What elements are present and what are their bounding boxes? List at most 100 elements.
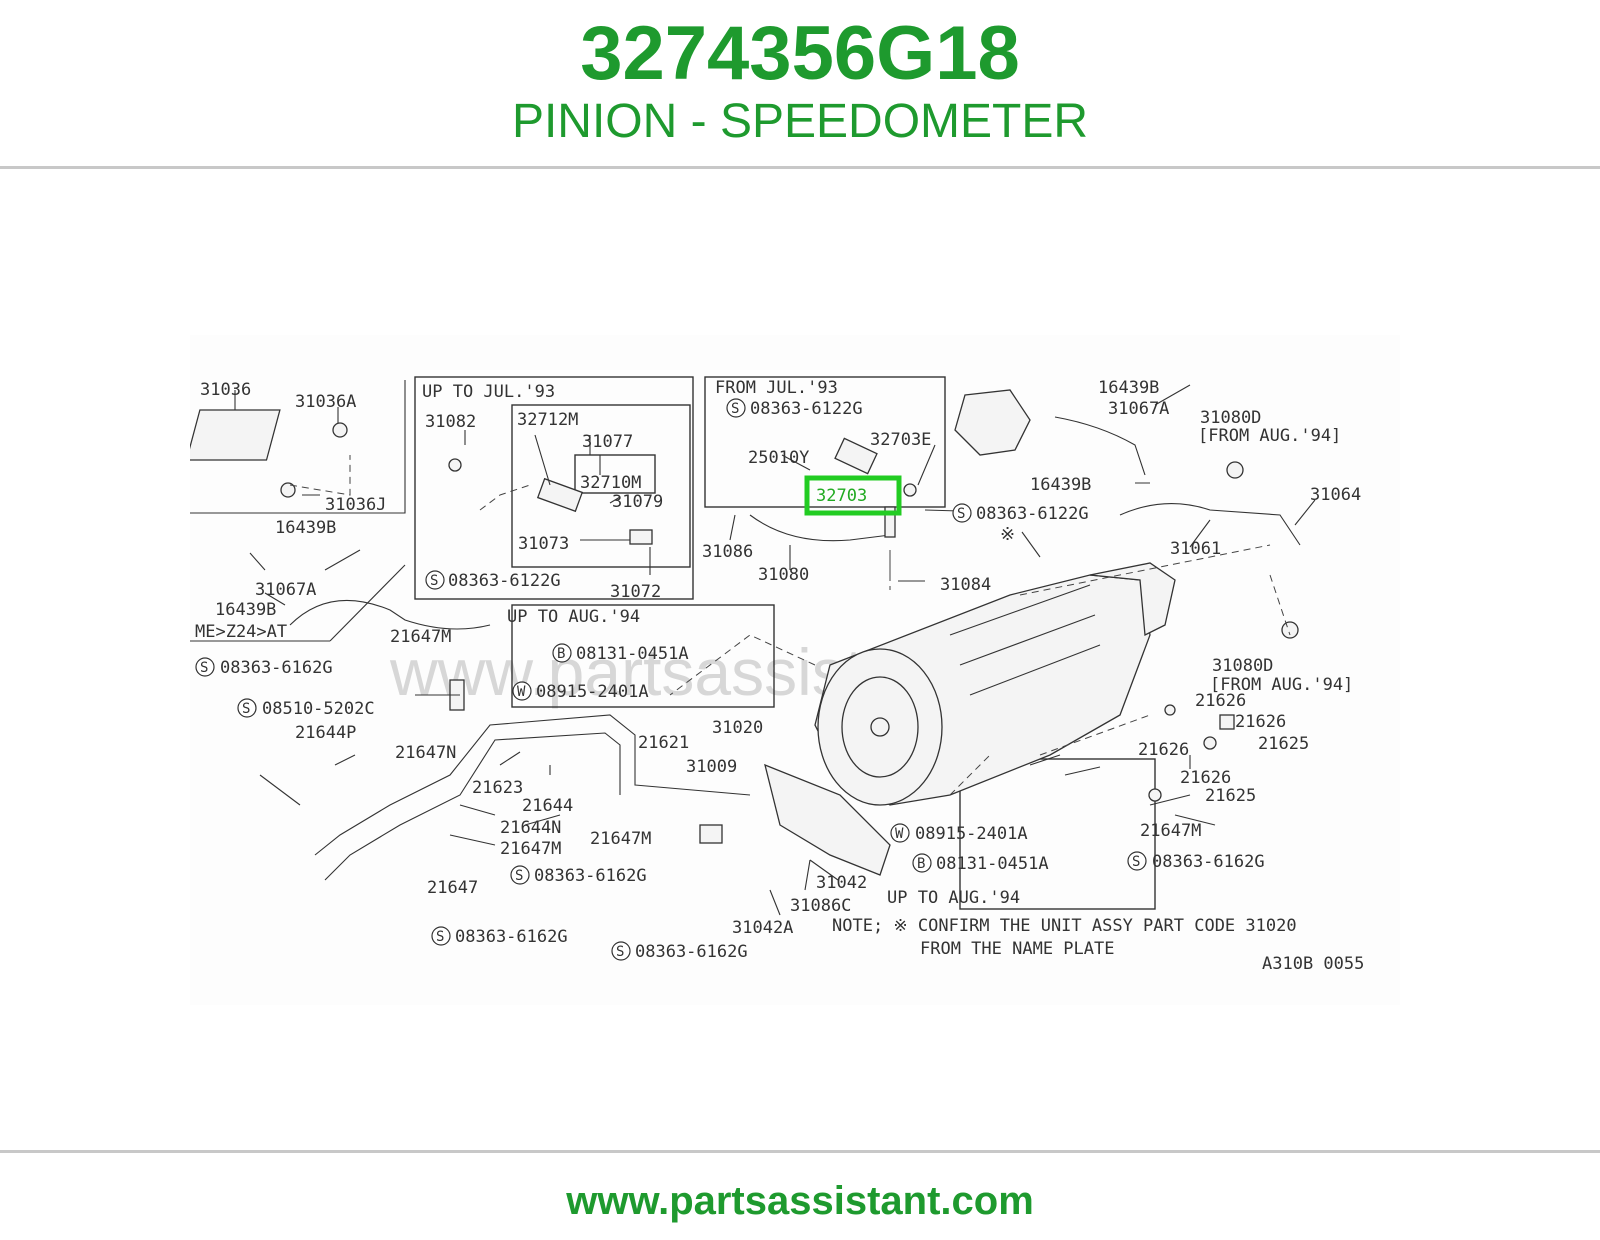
footer-url[interactable]: www.partsassistant.com [566, 1179, 1034, 1223]
label-21626-b: 21626 [1235, 712, 1286, 732]
label-31064: 31064 [1310, 485, 1361, 505]
oring-32703E [903, 483, 917, 497]
label-16439B-left2: 16439B [215, 600, 276, 620]
header-divider [0, 166, 1600, 169]
left-panel-divider [190, 380, 406, 514]
pinion-32703 [884, 506, 896, 538]
label-32712M: 32712M [517, 410, 578, 430]
label-08510-5202C: 08510-5202C [262, 699, 375, 719]
oil-cooler-tube-front [314, 714, 751, 856]
label-21647M-d: 21647M [1140, 821, 1201, 841]
symbol-s-d: S [195, 657, 215, 677]
svg-text:S: S [200, 660, 208, 676]
symbol-s-b: S [726, 398, 746, 418]
label-31061: 31061 [1170, 539, 1221, 559]
bolt-21625-a [1203, 736, 1217, 750]
bolt-31080D-top [1226, 461, 1244, 479]
label-08363-6162G-c: 08363-6162G [455, 927, 568, 947]
label-from-aug94-b: [FROM AUG.'94] [1210, 675, 1353, 695]
label-08915-2401A-a: 08915-2401A [536, 682, 649, 702]
label-31080D-mid: 31080D [1212, 656, 1273, 676]
label-08363-6122G-b: 08363-6122G [750, 399, 863, 419]
label-21644N: 21644N [500, 818, 561, 838]
label-08363-6162G-a: 08363-6162G [220, 658, 333, 678]
symbol-s-c: S [952, 503, 972, 523]
label-31080: 31080 [758, 565, 809, 585]
label-08363-6162G-b: 08363-6162G [534, 866, 647, 886]
bolt-31080D-mid [1281, 621, 1299, 639]
part-number-title: 3274356G18 [580, 11, 1020, 96]
diagram-ref-code: A310B 0055 [1262, 954, 1364, 974]
svg-text:S: S [1132, 854, 1140, 870]
label-31086C: 31086C [790, 896, 851, 916]
asterisk-mark: ※ [1000, 524, 1015, 545]
part-name-subtitle: PINION - SPEEDOMETER [511, 95, 1089, 148]
symbol-s-e: S [237, 698, 257, 718]
symbol-s-f: S [510, 865, 530, 885]
label-08363-6162G-e: 08363-6162G [1152, 852, 1265, 872]
label-21647: 21647 [427, 878, 478, 898]
caption-up-to-jul93: UP TO JUL.'93 [422, 382, 555, 402]
label-21647M-b: 21647M [500, 839, 561, 859]
label-32710M: 32710M [580, 473, 641, 493]
label-21625-a: 21625 [1258, 734, 1309, 754]
label-08915-2401A-b: 08915-2401A [915, 824, 1028, 844]
label-31036J: 31036J [325, 495, 386, 515]
symbol-w-b: W [890, 823, 910, 843]
clip-21647M-lower [699, 824, 723, 844]
caption-from-jul93: FROM JUL.'93 [715, 378, 838, 398]
label-21626-a: 21626 [1195, 691, 1246, 711]
label-21644: 21644 [522, 796, 573, 816]
svg-text:S: S [242, 701, 250, 717]
dashed-leaders [289, 455, 1291, 796]
box-up-to-jul93 [414, 376, 694, 600]
bolt-21625-b [1148, 788, 1162, 802]
control-unit-31036 [190, 409, 281, 461]
parts-diagram: www.partsassistant.com UP [190, 335, 1400, 1005]
label-08131-0451A-a: 08131-0451A [576, 644, 689, 664]
label-31079: 31079 [612, 492, 663, 512]
label-08363-6162G-d: 08363-6162G [635, 942, 748, 962]
symbol-b-b: B [912, 853, 932, 873]
note-line-2: FROM THE NAME PLATE [920, 939, 1114, 959]
speedo-pinion-assy [536, 477, 584, 513]
caption-up-to-aug94-a: UP TO AUG.'94 [507, 607, 640, 627]
svg-text:B: B [917, 856, 925, 872]
label-08363-6122G-a: 08363-6122G [448, 571, 561, 591]
bolt-31072 [629, 529, 653, 545]
label-16439B-top: 16439B [1098, 378, 1159, 398]
svg-text:S: S [430, 573, 438, 589]
svg-text:B: B [557, 646, 565, 662]
bolt-31036A [332, 422, 348, 438]
symbol-s-a: S [425, 570, 445, 590]
transmission-assembly [764, 562, 1176, 876]
svg-text:S: S [515, 868, 523, 884]
label-31080D-top: 31080D [1200, 408, 1261, 428]
caption-up-to-aug94-b: UP TO AUG.'94 [887, 888, 1020, 908]
label-21623: 21623 [472, 778, 523, 798]
label-31009: 31009 [686, 757, 737, 777]
footer-divider [0, 1150, 1600, 1153]
label-31072: 31072 [610, 582, 661, 602]
box-inner-speedo [511, 404, 691, 568]
svg-text:S: S [731, 401, 739, 417]
label-31082: 31082 [425, 412, 476, 432]
label-31077: 31077 [582, 432, 633, 452]
label-21647M-c: 21647M [590, 829, 651, 849]
symbol-b-a: B [552, 643, 572, 663]
box-from-jul93 [704, 376, 946, 508]
label-32703-highlighted[interactable]: 32703 [816, 486, 867, 506]
highlight-box-32703[interactable] [804, 475, 902, 516]
label-21626-c: 21626 [1138, 740, 1189, 760]
label-21626-d: 21626 [1180, 768, 1231, 788]
leader-lines [234, 384, 1316, 916]
label-31042A: 31042A [732, 918, 793, 938]
symbol-s-h: S [611, 941, 631, 961]
washer-21626 [1164, 704, 1176, 716]
svg-text:S: S [957, 506, 965, 522]
box-32710M [574, 454, 656, 494]
label-31086: 31086 [702, 542, 753, 562]
label-31084: 31084 [940, 575, 991, 595]
label-16439B-mid: 16439B [1030, 475, 1091, 495]
label-model: ME>Z24>AT [195, 622, 287, 642]
